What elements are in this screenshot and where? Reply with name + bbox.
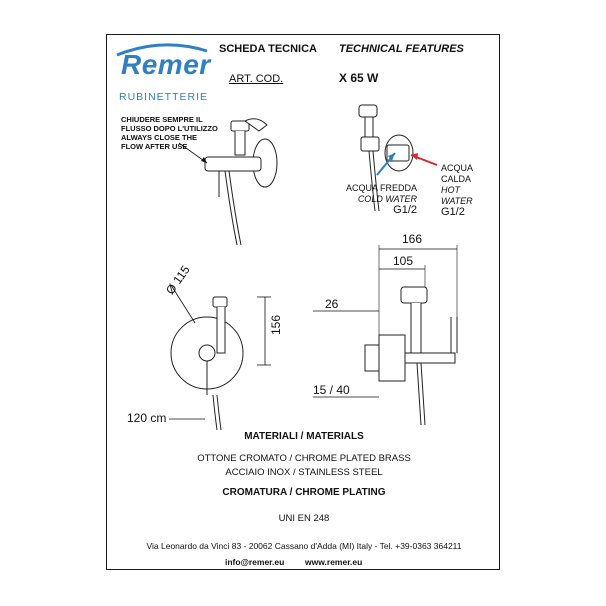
close-flow-note: CHIUDERE SEMPRE IL FLUSSO DOPO L'UTILIZZ…: [121, 115, 218, 151]
material-line-1: OTTONE CROMATO / CHROME PLATED BRASS: [197, 453, 411, 464]
cold-size: G1/2: [393, 204, 417, 216]
technical-sheet: Remer RUBINETTERIE SCHEDA TECNICA TECHNI…: [106, 34, 500, 570]
cold-en: COLD WATER: [357, 194, 417, 204]
hot-water-label: ACQUA CALDA HOT WATER G1/2: [441, 163, 473, 218]
material-line-2: ACCIAIO INOX / STAINLESS STEEL: [225, 467, 383, 478]
hot-it1: ACQUA: [441, 163, 474, 173]
note-it-line1: CHIUDERE SEMPRE IL: [121, 115, 203, 124]
brand-subtitle: RUBINETTERIE: [119, 91, 209, 103]
dim-hose-length: 120 cm: [127, 411, 167, 425]
technical-drawing: [116, 43, 458, 431]
dim-166: 166: [402, 232, 423, 246]
art-cod-label: ART. COD.: [229, 73, 284, 85]
hot-en2: WATER: [441, 196, 473, 206]
front-view: [170, 296, 244, 431]
brand-logo: Remer: [121, 49, 211, 80]
hot-it2: CALDA: [441, 174, 472, 184]
dim-105: 105: [393, 254, 414, 268]
note-it-line2: FLUSSO DOPO L'UTILIZZO: [121, 124, 218, 133]
note-en-line2: FLOW AFTER USE: [121, 142, 188, 151]
dim-156: 156: [269, 314, 283, 335]
hot-en1: HOT: [441, 185, 460, 195]
footer-email[interactable]: info@remer.eu: [225, 557, 285, 567]
hot-size: G1/2: [441, 206, 465, 218]
footer-website[interactable]: www.remer.eu: [305, 557, 363, 567]
side-view: [364, 286, 458, 426]
dim-15-40: 15 / 40: [313, 383, 350, 397]
norm-label: UNI EN 248: [278, 513, 330, 524]
plating-title: CROMATURA / CHROME PLATING: [222, 487, 386, 498]
materials-title: MATERIALI / MATERIALS: [244, 431, 364, 442]
note-en-line1: ALWAYS CLOSE THE: [121, 133, 197, 142]
cold-water-label: ACQUA FREDDA COLD WATER G1/2: [287, 183, 417, 216]
art-code-value: X 65 W: [339, 71, 379, 85]
scheda-tecnica-title: SCHEDA TECNICA: [219, 43, 317, 55]
dim-26: 26: [325, 297, 339, 311]
product-3d-view: [204, 118, 278, 246]
cold-it: ACQUA FREDDA: [345, 183, 417, 193]
footer-address: Via Leonardo da Vinci 83 - 20062 Cassano…: [146, 541, 462, 551]
technical-features-title: TECHNICAL FEATURES: [339, 43, 464, 55]
